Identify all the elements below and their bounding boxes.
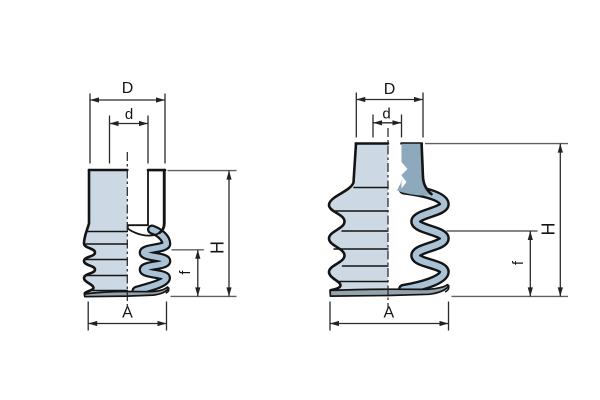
cup-outline-external (82, 168, 97, 295)
neck-outer-edge (420, 142, 433, 196)
figure-right-bellows-cup (327, 128, 450, 309)
dim-label-D: D (122, 80, 134, 97)
fitting-outer-edge (158, 168, 166, 235)
dim-label-H: H (208, 241, 228, 254)
cup-outline-external (327, 142, 358, 292)
dim-label-d: d (382, 106, 390, 123)
dim-label-H: H (539, 223, 559, 236)
break-line-notch (401, 162, 408, 175)
dimensions-left: D d H f A (87, 80, 237, 331)
bellows-wall-section-fill (400, 185, 448, 293)
break-line-notch (401, 175, 407, 189)
bellows-wall-section-fill (133, 226, 170, 294)
dim-label-f: f (510, 260, 527, 265)
figure-left-bellows-cup (82, 152, 172, 309)
dimensions-right: D d H f A (329, 81, 568, 331)
dim-label-D: D (384, 81, 396, 98)
sealing-lip (83, 286, 170, 298)
lip-tip-curl (444, 283, 450, 293)
dim-label-A: A (383, 305, 394, 322)
cup-body-external-half (329, 143, 388, 291)
dim-label-f: f (177, 270, 194, 275)
dim-label-d: d (125, 106, 133, 123)
dim-label-A: A (122, 305, 133, 322)
sealing-lip (329, 283, 450, 297)
lip-tip-curl (165, 286, 170, 294)
